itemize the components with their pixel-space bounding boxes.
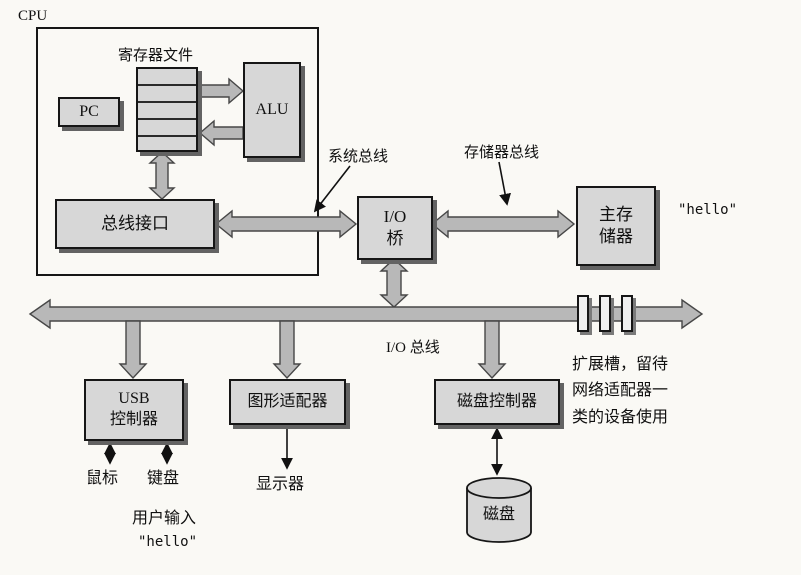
display-label: 显示器 (256, 476, 305, 493)
register-file-label: 寄存器文件 (118, 48, 194, 64)
regfile-businterface-arrow (148, 151, 176, 200)
graphics-adapter-box: 图形适配器 (229, 379, 346, 425)
disk-controller-box: 磁盘控制器 (434, 379, 560, 425)
iobus-to-diskctrl-arrow (477, 320, 507, 380)
keyboard-label: 键盘 (147, 470, 180, 487)
usb-controller-box: USB 控制器 (84, 379, 184, 441)
user-input-label: 用户输入 (132, 510, 197, 527)
main-memory-box: 主存 储器 (576, 186, 656, 266)
bus-interface-box: 总线接口 (55, 199, 215, 249)
expansion-slot-note: 扩展槽，留待 网络适配器一 类的设备使用 (572, 356, 669, 426)
io-bus-label: I/O 总线 (386, 340, 440, 356)
cpu-label: CPU (18, 8, 48, 24)
cpu-boundary-box (36, 27, 319, 276)
iobus-to-usb-arrow (118, 320, 148, 380)
alu-box: ALU (243, 62, 301, 158)
expansion-slot-1 (577, 295, 589, 332)
register-file-box (136, 67, 198, 152)
pc-box: PC (58, 97, 120, 127)
regfile-to-alu-arrow (199, 77, 245, 105)
memory-bus-pointer-arrow (498, 161, 511, 206)
expansion-slot-3 (621, 295, 633, 332)
bridge-to-iobus-arrow (379, 258, 409, 308)
user-input-hello-label: "hello" (138, 534, 198, 550)
iobus-to-graphics-arrow (272, 320, 302, 380)
io-bridge-box: I/O 桥 (357, 196, 433, 260)
disk-label: 磁盘 (482, 506, 515, 523)
expansion-slot-2 (599, 295, 611, 332)
memory-bus-arrow (430, 209, 576, 239)
mouse-label: 鼠标 (86, 470, 119, 487)
io-bus-arrow (28, 298, 704, 330)
system-bus-arrow (214, 209, 358, 239)
disk-cylinder (466, 477, 532, 543)
memory-bus-label: 存储器总线 (464, 145, 540, 161)
system-bus-label: 系统总线 (328, 149, 389, 165)
memory-hello-label: "hello" (678, 202, 738, 218)
system-bus-pointer-arrow (313, 165, 351, 213)
alu-to-regfile-arrow (198, 119, 244, 147)
